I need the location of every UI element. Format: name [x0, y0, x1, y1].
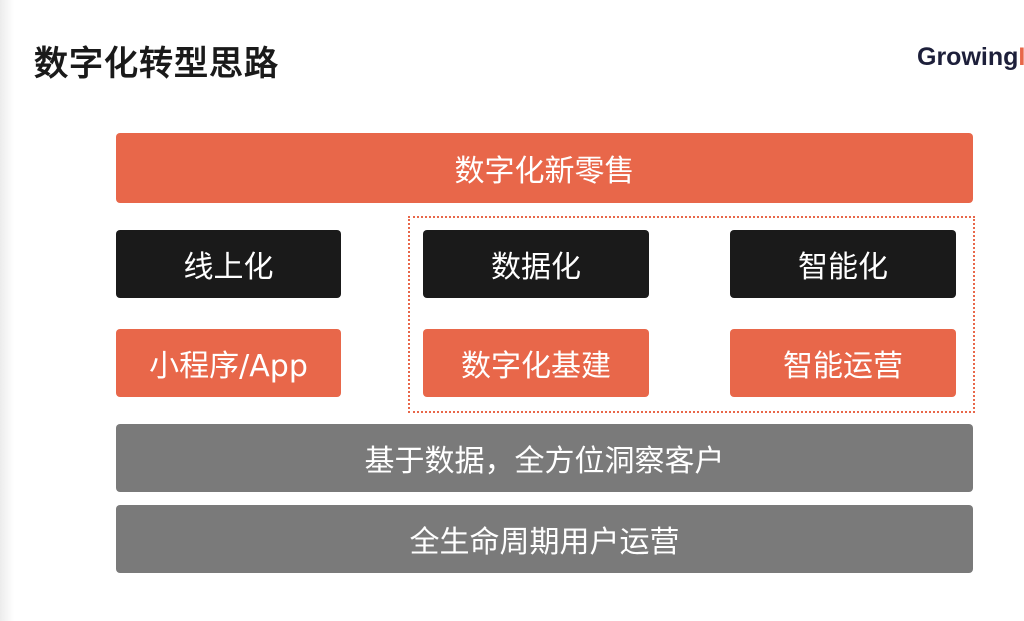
pillar-sub-intelligent: 智能运营 [730, 329, 956, 397]
base-layer-insight: 基于数据，全方位洞察客户 [116, 424, 973, 492]
logo-text: Growing [917, 43, 1019, 71]
top-banner: 数字化新零售 [116, 133, 973, 203]
pillar-head-intelligent: 智能化 [730, 230, 956, 298]
base-layer-lifecycle: 全生命周期用户运营 [116, 505, 973, 573]
pillar-head-online: 线上化 [116, 230, 341, 298]
logo-accent: I [1018, 43, 1024, 71]
dotted-group-frame [408, 216, 975, 413]
growingio-logo: GrowingI [917, 43, 1024, 72]
slide-edge-shadow [0, 0, 14, 621]
pillar-sub-data: 数字化基建 [423, 329, 649, 397]
pillar-sub-online: 小程序/App [116, 329, 341, 397]
pillar-head-data: 数据化 [423, 230, 649, 298]
page-title: 数字化转型思路 [34, 44, 279, 84]
